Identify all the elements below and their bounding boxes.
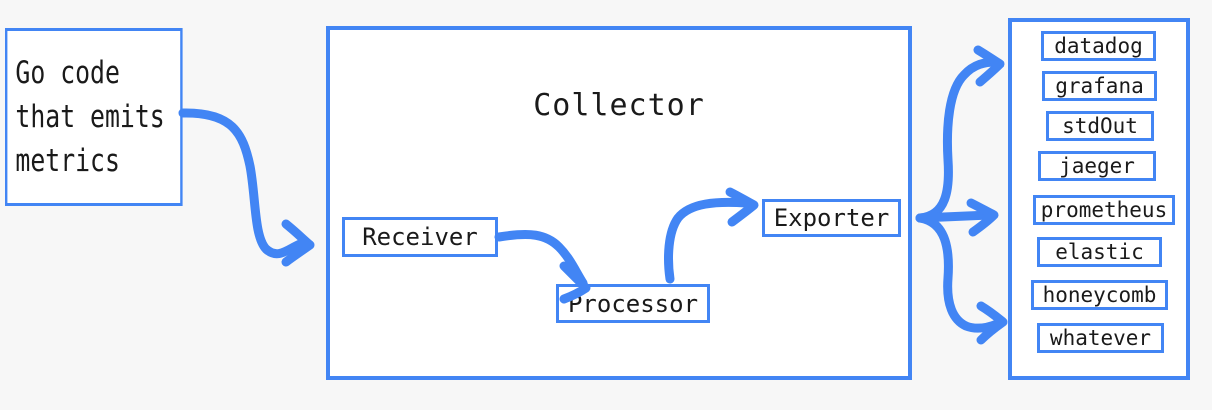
exporter-box: Exporter xyxy=(762,199,901,237)
backend-item-grafana: grafana xyxy=(1042,71,1157,101)
arrow-exporter-to-backends-upper xyxy=(915,45,1005,223)
backend-label-prometheus: prometheus xyxy=(1040,198,1168,222)
receiver-label: Receiver xyxy=(362,223,478,251)
backend-label-elastic: elastic xyxy=(1055,240,1144,264)
backend-item-stdout: stdOut xyxy=(1046,111,1154,141)
backend-item-elastic: elastic xyxy=(1037,237,1162,267)
backend-item-jaeger: jaeger xyxy=(1038,151,1156,181)
backend-label-whatever: whatever xyxy=(1049,326,1152,350)
backend-label-jaeger: jaeger xyxy=(1059,154,1135,178)
backend-item-prometheus: prometheus xyxy=(1033,195,1175,225)
arrow-exporter-to-backends-middle xyxy=(915,198,999,237)
go-code-source-box: Go code that emits metrics xyxy=(5,28,183,206)
arrow-exporter-to-backends-lower xyxy=(915,213,1008,345)
backend-label-honeycomb: honeycomb xyxy=(1042,283,1157,307)
source-line-1: Go code xyxy=(15,54,120,91)
backend-label-grafana: grafana xyxy=(1055,74,1144,98)
source-line-3: metrics xyxy=(15,143,120,179)
backend-item-datadog: datadog xyxy=(1041,31,1156,61)
source-line-2: that emits xyxy=(15,98,165,135)
exporter-label: Exporter xyxy=(773,204,890,232)
backend-label-stdout: stdOut xyxy=(1062,114,1138,138)
processor-box: Processor xyxy=(556,284,710,323)
arrow-source-to-receiver xyxy=(178,108,315,267)
collector-title: Collector xyxy=(533,88,705,123)
backend-label-datadog: datadog xyxy=(1054,34,1143,58)
backend-item-honeycomb: honeycomb xyxy=(1031,280,1168,310)
backend-item-whatever: whatever xyxy=(1037,323,1164,353)
processor-label: Processor xyxy=(567,289,699,318)
receiver-box: Receiver xyxy=(342,217,498,257)
